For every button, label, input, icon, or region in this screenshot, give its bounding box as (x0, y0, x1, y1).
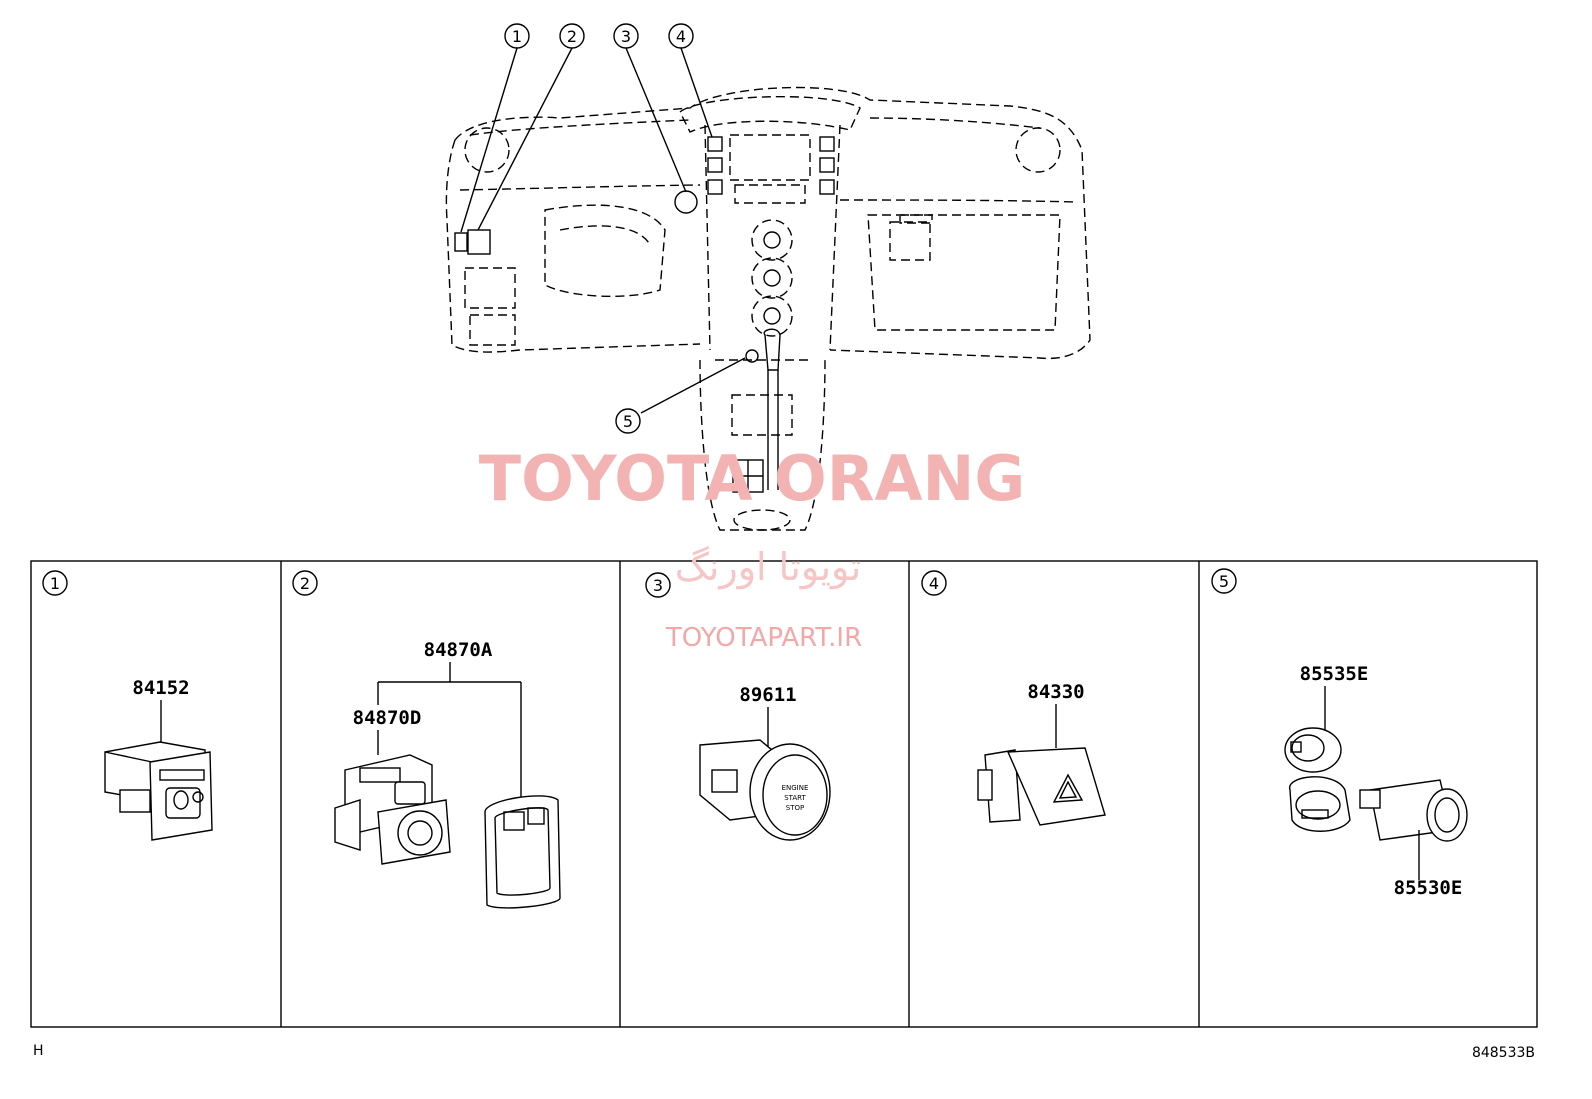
callout-4: 4 (668, 23, 694, 49)
svg-text:3: 3 (621, 27, 631, 46)
callout-3: 3 (613, 23, 639, 49)
svg-text:4: 4 (676, 27, 686, 46)
part-84152-headlight-leveling-switch: 84152 (104, 677, 213, 841)
callout-5: 5 (615, 408, 641, 434)
part-label-85535e: 85535E (1300, 663, 1369, 685)
part-label-84330: 84330 (1027, 681, 1084, 703)
svg-text:3: 3 (653, 576, 663, 595)
part-label-84152: 84152 (132, 677, 189, 699)
svg-text:5: 5 (1219, 572, 1229, 591)
watermark-title: TOYOTA ORANG (479, 442, 1025, 515)
panel-number-5: 5 (1211, 568, 1237, 594)
part-label-84870d: 84870D (353, 707, 422, 729)
part-89611-engine-start-switch: 89611 ENGINE START STOP (699, 684, 831, 841)
watermark-persian: تویوتا اورنگ (675, 545, 862, 590)
svg-text:5: 5 (623, 412, 633, 431)
start-button-text-stop: STOP (786, 804, 804, 812)
svg-text:2: 2 (300, 574, 310, 593)
watermark: TOYOTA ORANG تویوتا اورنگ TOYOTAPART.IR (479, 442, 1025, 653)
svg-text:4: 4 (929, 574, 939, 593)
callout-leaders (460, 47, 746, 414)
panel-number-2: 2 (292, 570, 318, 596)
svg-text:2: 2 (567, 27, 577, 46)
part-84870a-mirror-switch-assembly: 84870A 84870D (334, 639, 561, 909)
parts-panels-frame (30, 560, 1538, 1028)
footer-diagram-code: 848533B (1472, 1045, 1535, 1061)
dashboard-overview-illustration (445, 86, 1091, 531)
panel-number-3: 3 (645, 572, 671, 598)
watermark-url: TOYOTAPART.IR (665, 623, 862, 653)
callout-1: 1 (504, 23, 530, 49)
callout-2: 2 (559, 23, 585, 49)
part-84330-hazard-warning-switch: 84330 (977, 681, 1106, 826)
panel-number-4: 4 (921, 570, 947, 596)
footer-left-code: H (33, 1043, 44, 1059)
part-label-84870a: 84870A (424, 639, 493, 661)
start-button-text-start: START (784, 794, 806, 802)
part-label-85530e: 85530E (1394, 877, 1463, 899)
part-label-89611: 89611 (739, 684, 796, 706)
start-button-text-engine: ENGINE (782, 784, 809, 792)
svg-text:1: 1 (512, 27, 522, 46)
part-85535e-power-outlet-socket: 85535E (1284, 663, 1369, 832)
svg-text:1: 1 (50, 574, 60, 593)
part-85530e-power-outlet: 85530E (1359, 779, 1468, 899)
panel-number-1: 1 (42, 570, 68, 596)
